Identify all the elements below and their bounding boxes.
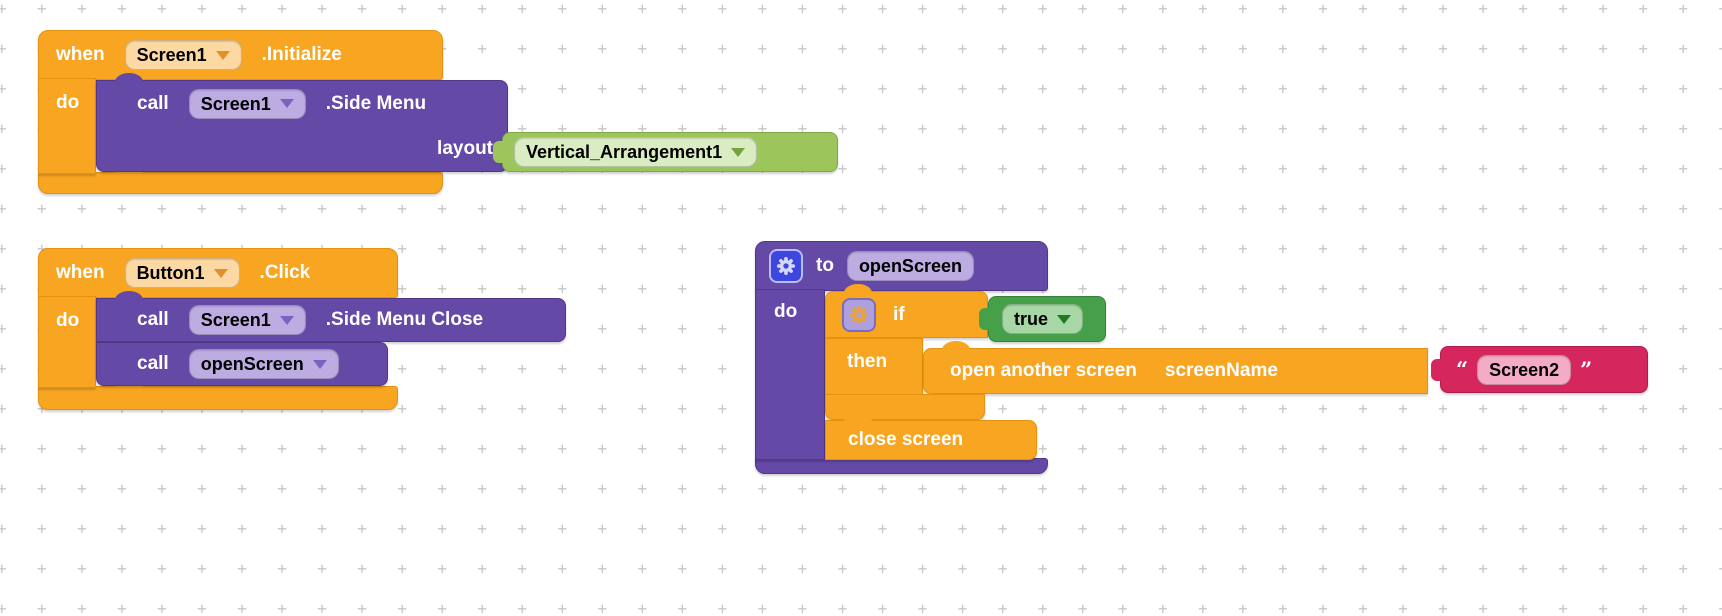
statement-connector: [942, 341, 970, 350]
when-label: when: [56, 44, 105, 65]
call-label: call: [137, 353, 169, 374]
when-screen1-initialize-do-column[interactable]: do: [38, 78, 96, 174]
procedure-openscreen-footer[interactable]: [755, 458, 1048, 474]
procedure-dropdown-openscreen[interactable]: openScreen: [188, 349, 339, 379]
chevron-down-icon: [731, 147, 746, 157]
event-label: .Initialize: [261, 44, 342, 65]
statement-connector: [115, 291, 143, 300]
call-label: call: [137, 309, 169, 330]
then-label: then: [847, 351, 888, 372]
dropdown-value: Screen1: [200, 310, 271, 330]
mutator-gear-icon[interactable]: [769, 249, 803, 283]
component-dropdown-button1[interactable]: Button1: [124, 258, 240, 288]
method-label: .Side Menu: [325, 92, 427, 114]
open-another-screen-block[interactable]: open another screen screenName: [923, 341, 1428, 394]
do-label: do: [56, 310, 80, 331]
call-side-menu-block[interactable]: call Screen1 .Side Menu layout: [96, 73, 508, 172]
value-plug: [493, 141, 505, 163]
do-label: do: [774, 301, 798, 322]
mutator-gear-icon[interactable]: [842, 297, 876, 332]
when-label: when: [56, 262, 105, 283]
value-plug: [1431, 359, 1443, 381]
statement-connector: [844, 413, 872, 422]
chevron-down-icon: [279, 315, 294, 325]
if-block-header[interactable]: if: [825, 284, 988, 338]
when-button1-click-footer[interactable]: [38, 379, 398, 410]
statement-connector: [115, 73, 143, 82]
chevron-down-icon: [1057, 314, 1072, 324]
procedure-name: openScreen: [858, 256, 962, 276]
dropdown-value: Vertical_Arrangement1: [526, 142, 723, 162]
chevron-down-icon: [213, 268, 228, 278]
close-screen-block[interactable]: close screen: [825, 413, 1037, 460]
dropdown-value: Screen1: [136, 45, 207, 65]
component-dropdown-vertical-arrangement1[interactable]: Vertical_Arrangement1: [514, 137, 758, 167]
component-dropdown-screen1[interactable]: Screen1: [188, 305, 306, 335]
chevron-down-icon: [279, 99, 294, 108]
dropdown-value: Button1: [136, 263, 205, 283]
when-button1-click-do-column[interactable]: do: [38, 296, 96, 388]
call-openscreen-block[interactable]: call openScreen: [96, 342, 388, 386]
component-dropdown-screen1[interactable]: Screen1: [188, 88, 306, 119]
event-label: .Click: [259, 262, 311, 283]
procedure-openscreen-header[interactable]: to openScreen: [755, 241, 1048, 291]
if-block-then-column[interactable]: then: [825, 338, 923, 396]
when-screen1-initialize-header[interactable]: when Screen1 .Initialize: [38, 30, 443, 80]
close-quote: ”: [1580, 357, 1593, 382]
statement-connector: [844, 284, 872, 293]
logic-dropdown-true[interactable]: true: [1002, 304, 1084, 334]
chevron-down-icon: [312, 359, 327, 369]
close-screen-label: close screen: [848, 429, 964, 450]
open-quote: “: [1456, 357, 1469, 382]
dropdown-value: Screen1: [200, 93, 271, 114]
chevron-down-icon: [215, 50, 230, 60]
param-label-screenname: screenName: [1164, 360, 1278, 381]
dropdown-value: true: [1014, 309, 1049, 329]
to-label: to: [816, 255, 834, 276]
logic-true-block[interactable]: true: [979, 296, 1106, 342]
param-label-layout: layout: [437, 137, 493, 159]
value-plug: [979, 308, 991, 330]
dropdown-value: openScreen: [200, 354, 304, 374]
call-side-menu-close-block[interactable]: call Screen1 .Side Menu Close: [96, 291, 566, 342]
if-label: if: [893, 303, 905, 325]
when-button1-click-header[interactable]: when Button1 .Click: [38, 248, 398, 298]
method-label: .Side Menu Close: [325, 309, 484, 330]
text-string-field[interactable]: Screen2: [1477, 354, 1572, 385]
do-label: do: [56, 92, 80, 113]
text-string-screen2-block[interactable]: “ Screen2 ”: [1431, 346, 1648, 393]
procedure-name-field[interactable]: openScreen: [846, 251, 974, 281]
open-another-screen-label: open another screen: [950, 360, 1137, 381]
vertical-arrangement1-component-block[interactable]: Vertical_Arrangement1: [493, 132, 838, 172]
when-screen1-initialize-footer[interactable]: [38, 165, 443, 194]
procedure-openscreen-do-column[interactable]: do: [755, 289, 825, 460]
text-string-value: Screen2: [1489, 359, 1560, 380]
component-dropdown-screen1[interactable]: Screen1: [124, 40, 242, 70]
call-label: call: [137, 92, 169, 114]
